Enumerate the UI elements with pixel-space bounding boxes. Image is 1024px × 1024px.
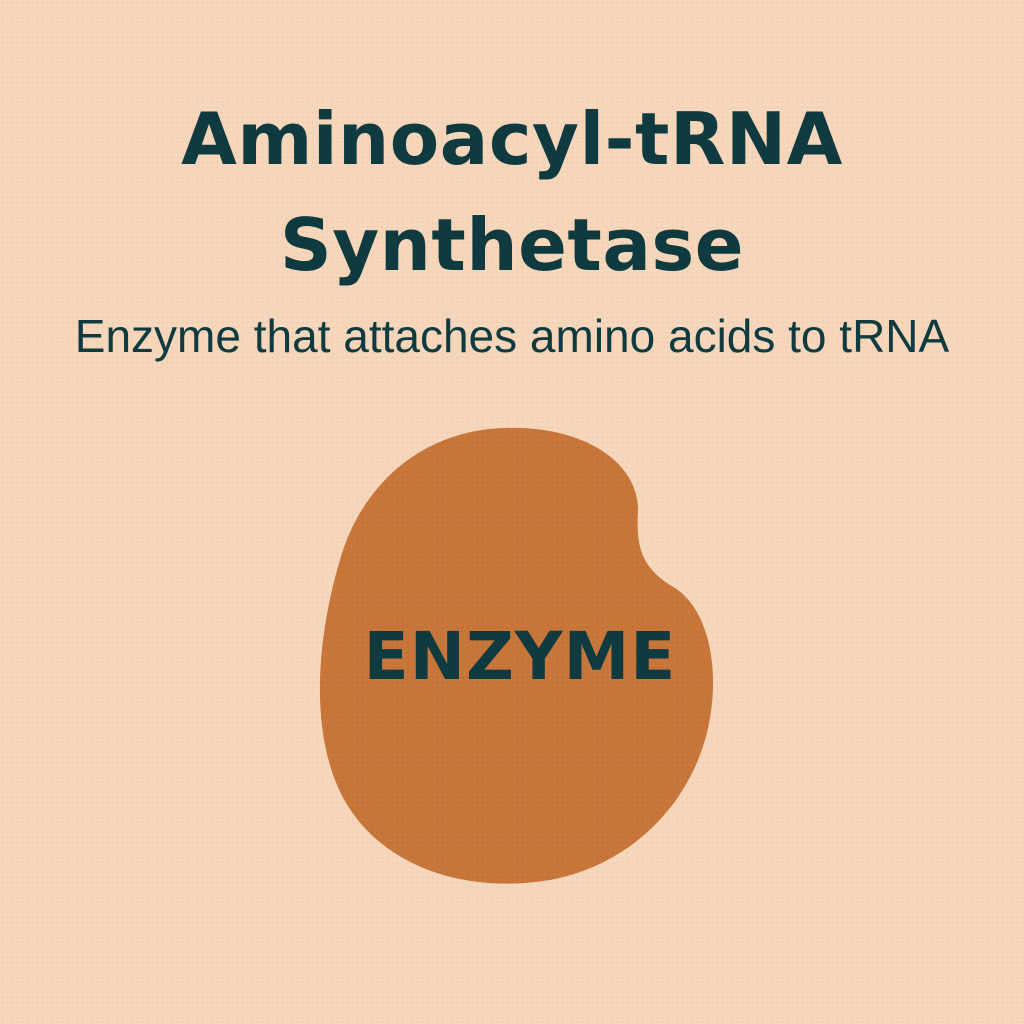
diagram-subtitle: Enzyme that attaches amino acids to tRNA <box>74 310 950 362</box>
title-line-1: Aminoacyl-tRNA <box>181 97 843 181</box>
enzyme-blob-texture <box>319 427 714 884</box>
title-line-2: Synthetase <box>279 203 745 287</box>
diagram-title: Aminoacyl-tRNA Synthetase <box>0 86 1024 298</box>
enzyme-label: ENZYME <box>363 618 677 695</box>
